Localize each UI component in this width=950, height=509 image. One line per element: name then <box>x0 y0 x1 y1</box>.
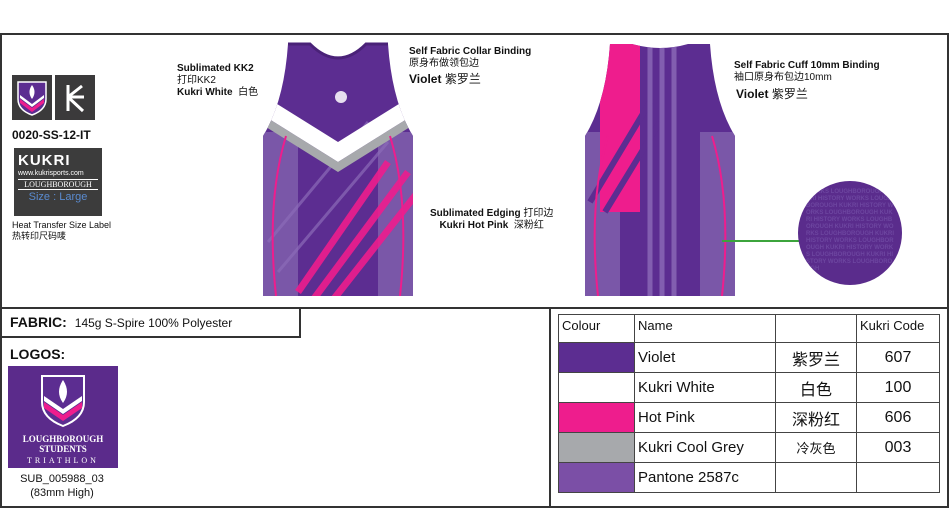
callout-text: 打印KK2 <box>177 75 216 86</box>
callout-edging: Sublimated Edging 打印边 Kukri Hot Pink 深粉红 <box>430 208 553 232</box>
logo-ref-code: SUB_005988_03 <box>20 473 104 485</box>
pattern-swatch: WORKS LOUGHBOROUGH KUKRI HISTORY WORKS L… <box>798 181 902 285</box>
header-cell: Kukri Code <box>856 314 940 343</box>
fabric-value: 145g S-Spire 100% Polyester <box>74 316 233 330</box>
divider <box>0 307 949 309</box>
callout-kk2: Sublimated KK2 打印KK2 Kukri White 白色 <box>177 63 258 99</box>
colour-swatch <box>558 432 635 463</box>
size-label: KUKRI www.kukrisports.com LOUGHBOROUGH S… <box>14 148 102 216</box>
kukri-code: 003 <box>856 432 940 463</box>
colour-name-zh: 冷灰色 <box>775 432 857 463</box>
colour-swatch <box>558 342 635 373</box>
vest-front <box>263 42 413 296</box>
callout-text: 原身布做领包边 <box>409 58 479 69</box>
size-label-team: LOUGHBOROUGH <box>18 179 98 190</box>
caption-en: Heat Transfer Size Label <box>12 220 112 230</box>
logo-line: STUDENTS <box>39 444 87 454</box>
callout-text: Sublimated KK2 <box>177 63 254 74</box>
table-header: Colour Name Kukri Code <box>558 314 940 343</box>
colour-name-zh: 白色 <box>775 372 857 403</box>
triathlon-logo: LOUGHBOROUGH STUDENTS TRIATHLON <box>8 366 118 468</box>
colour-name: Violet <box>634 342 776 373</box>
header-cell: Name <box>634 314 776 343</box>
callout-collar: Self Fabric Collar Binding 原身布做领包边 Viole… <box>409 46 531 86</box>
colour-name: Kukri Cool Grey <box>634 432 776 463</box>
colour-swatch <box>558 372 635 403</box>
colour-table: Colour Name Kukri Code Violet 紫罗兰 607 Ku… <box>558 314 940 493</box>
callout-text: Sublimated Edging <box>430 208 521 219</box>
divider <box>549 307 551 508</box>
logo-line: LOUGHBOROUGH <box>22 434 104 444</box>
colour-name-zh: 紫罗兰 <box>775 342 857 373</box>
callout-line <box>722 240 822 242</box>
kukri-k-logo <box>55 75 95 120</box>
size-label-caption: Heat Transfer Size Label 热转印尺码唛 <box>12 220 111 242</box>
brand-logos <box>12 75 96 120</box>
logo-line: TRIATHLON <box>27 456 99 465</box>
callout-text: Self Fabric Collar Binding <box>409 46 532 57</box>
callout-text: 紫罗兰 <box>771 87 808 101</box>
logo-ref: SUB_005988_03 (83mm High) <box>12 472 112 500</box>
callout-text: 打印边 <box>523 208 554 219</box>
callout-text: Violet <box>736 87 769 101</box>
table-row: Kukri White 白色 100 <box>558 372 940 403</box>
logo-ref-size: (83mm High) <box>30 487 94 499</box>
colour-name-zh: 深粉红 <box>775 402 857 433</box>
callout-cuff: Self Fabric Cuff 10mm Binding 袖口原身布包边10m… <box>734 60 880 101</box>
header-cell: Colour <box>558 314 635 343</box>
colour-name: Kukri White <box>634 372 776 403</box>
table-row: Kukri Cool Grey 冷灰色 003 <box>558 432 940 463</box>
callout-text: Violet <box>409 72 442 86</box>
kukri-code: 607 <box>856 342 940 373</box>
callout-text: 袖口原身布包边10mm <box>734 72 832 83</box>
shield-icon <box>41 375 85 428</box>
spec-sheet-frame <box>0 33 949 508</box>
fabric-info: FABRIC: 145g S-Spire 100% Polyester <box>2 309 301 338</box>
fabric-label: FABRIC: <box>10 314 67 330</box>
callout-text: Kukri Hot Pink <box>439 220 509 231</box>
size-label-size: Size : Large <box>28 191 88 203</box>
header-cell <box>775 314 857 343</box>
colour-swatch <box>558 462 635 493</box>
kukri-code: 100 <box>856 372 940 403</box>
colour-name: Pantone 2587c <box>634 462 776 493</box>
product-code: 0020-SS-12-IT <box>12 128 91 142</box>
table-row: Violet 紫罗兰 607 <box>558 342 940 373</box>
kukri-code: 606 <box>856 402 940 433</box>
size-label-brand: KUKRI <box>18 152 71 169</box>
colour-swatch <box>558 402 635 433</box>
colour-name: Hot Pink <box>634 402 776 433</box>
caption-zh: 热转印尺码唛 <box>12 231 67 241</box>
callout-text: Kukri White <box>177 87 233 98</box>
colour-name-zh <box>775 462 857 493</box>
callout-text: Self Fabric Cuff 10mm Binding <box>734 60 880 71</box>
table-row: Hot Pink 深粉红 606 <box>558 402 940 433</box>
table-row: Pantone 2587c <box>558 462 940 493</box>
callout-text: 紫罗兰 <box>444 72 481 86</box>
logos-heading: LOGOS: <box>10 346 66 362</box>
vest-back <box>585 44 735 296</box>
size-label-url: www.kukrisports.com <box>18 170 84 177</box>
shield-logo <box>12 75 52 120</box>
callout-text: 深粉红 <box>513 220 544 231</box>
callout-text: 白色 <box>238 87 259 98</box>
kukri-code <box>856 462 940 493</box>
